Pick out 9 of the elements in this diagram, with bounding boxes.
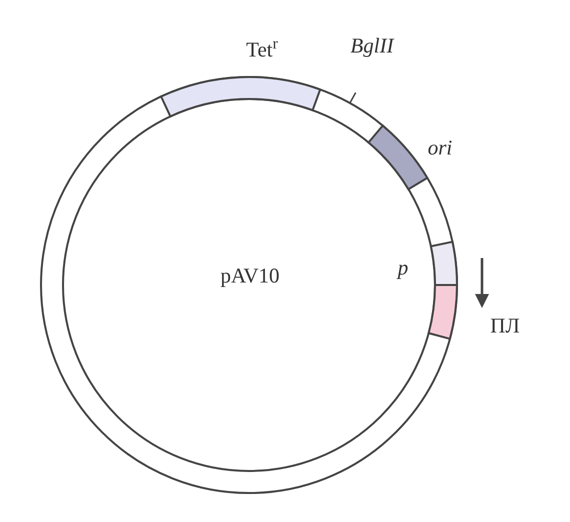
promoter-segment [430, 240, 458, 286]
segment-label: ori [428, 138, 452, 158]
segment-label: ПЛ [490, 316, 520, 336]
plasmid-name: pAV10 [220, 266, 280, 286]
segment-label: Tet$^{r}$ [246, 40, 278, 60]
site-label: BglII [350, 36, 394, 56]
origin-segment [368, 124, 428, 190]
segment-label: p [398, 258, 408, 278]
gene-segment [160, 76, 322, 118]
